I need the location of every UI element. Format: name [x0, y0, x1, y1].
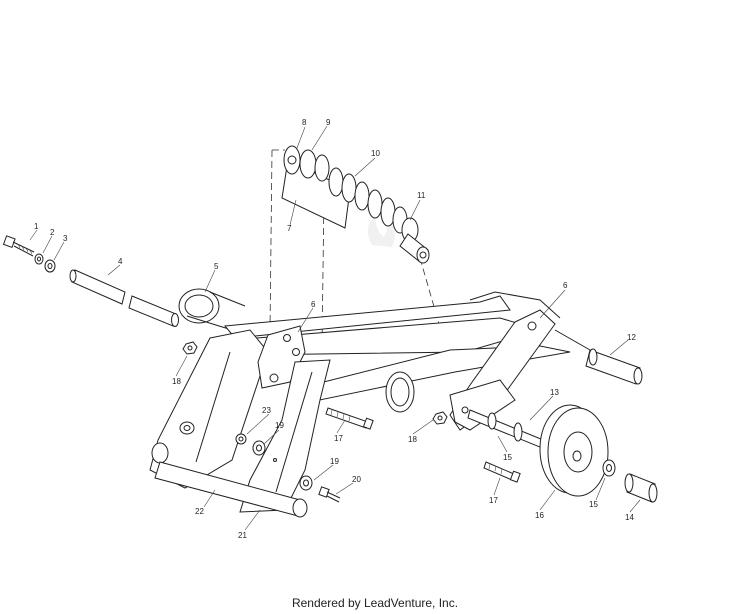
callout-17-right: 17 — [489, 496, 498, 505]
bolt-part-1 — [2, 235, 35, 257]
front-arm-plate — [149, 329, 269, 489]
footer-credit: Rendered by LeadVenture, Inc. — [291, 596, 459, 610]
washer-part-19-upper — [252, 440, 266, 456]
callout-5: 5 — [214, 262, 219, 271]
callout-11: 11 — [417, 191, 426, 200]
callout-7: 7 — [287, 224, 292, 233]
callout-18-right: 18 — [408, 435, 417, 444]
callout-17-center: 17 — [334, 434, 343, 443]
callout-9: 9 — [326, 118, 331, 127]
callout-1: 1 — [34, 222, 39, 231]
nut-part-18-left — [182, 341, 198, 355]
callout-23: 23 — [262, 406, 271, 415]
callout-13: 13 — [550, 388, 559, 397]
spacer-part-14 — [624, 473, 658, 503]
callout-21: 21 — [238, 531, 247, 540]
bolt-part-20 — [318, 486, 341, 503]
callout-4: 4 — [118, 257, 123, 266]
bolt-part-17-center — [325, 407, 374, 430]
nut-part-18-right — [432, 411, 448, 425]
bolt-part-17-rear — [483, 461, 521, 483]
callout-22: 22 — [195, 507, 204, 516]
washer-part-3 — [44, 259, 56, 273]
washer-part-19-lower — [299, 475, 313, 491]
callout-20: 20 — [352, 475, 361, 484]
callout-3: 3 — [63, 234, 68, 243]
axle-tube-part-4 — [69, 269, 179, 327]
callout-19-lower: 19 — [330, 457, 339, 466]
lower-shaft-part-22 — [154, 461, 308, 518]
pivot-tube-part-5 — [178, 288, 246, 331]
callout-14: 14 — [625, 513, 634, 522]
rear-tube-part-12 — [554, 329, 643, 385]
callout-19-upper: 19 — [275, 421, 284, 430]
shock-collar-part-11 — [399, 217, 430, 264]
callout-6-right: 6 — [563, 281, 568, 290]
idler-wheel-part-16 — [539, 404, 609, 497]
callout-6-left: 6 — [311, 300, 316, 309]
callout-15-right: 15 — [589, 500, 598, 509]
callout-12: 12 — [627, 333, 636, 342]
callout-labels: 1 2 3 4 5 6 6 7 8 9 10 11 12 13 14 15 15… — [34, 118, 636, 540]
hole-marker — [273, 458, 277, 462]
callout-8: 8 — [302, 118, 307, 127]
callout-18-left: 18 — [172, 377, 181, 386]
callout-16: 16 — [535, 511, 544, 520]
leader-lines — [29, 125, 641, 531]
callout-15-center: 15 — [503, 453, 512, 462]
center-tube — [385, 371, 415, 413]
callout-10: 10 — [371, 149, 380, 158]
callout-2: 2 — [50, 228, 55, 237]
lock-washer-part-2 — [34, 253, 44, 265]
washer-part-15-rear — [602, 459, 616, 477]
nut-part-23 — [235, 433, 247, 445]
